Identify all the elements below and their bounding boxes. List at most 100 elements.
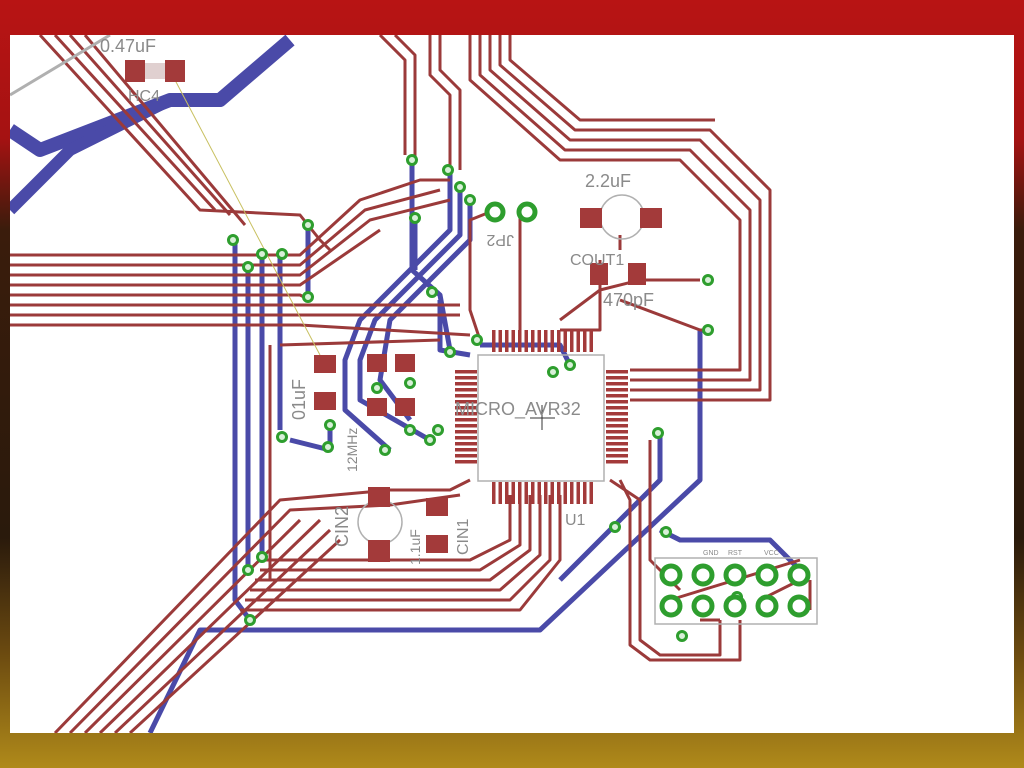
mcu-pad xyxy=(455,424,477,428)
mcu-pad xyxy=(583,330,587,352)
mcu-pad xyxy=(606,436,628,440)
cin2-pad-bottom xyxy=(368,540,390,562)
via xyxy=(464,194,476,206)
via xyxy=(256,248,268,260)
via xyxy=(227,234,239,246)
mcu-pad xyxy=(557,482,561,504)
mcu-pad xyxy=(455,400,477,404)
mcu-pad xyxy=(606,442,628,446)
mcu-pad xyxy=(557,330,561,352)
c01-pad-top xyxy=(314,355,336,373)
header-pin xyxy=(787,594,811,618)
header-pin xyxy=(691,563,715,587)
mcu-pad xyxy=(544,330,548,352)
mcu-pad xyxy=(498,330,502,352)
via xyxy=(702,324,714,336)
via xyxy=(302,291,314,303)
via xyxy=(256,551,268,563)
pcb-board: 0.47uF HC4 2.2uF JP2 COUT1 470pF 01uF 12… xyxy=(10,35,818,733)
mcu-pad xyxy=(455,388,477,392)
via xyxy=(409,212,421,224)
via xyxy=(471,334,483,346)
via xyxy=(322,441,334,453)
label-hdr-gnd: GND xyxy=(703,550,719,557)
label-jp2: JP2 xyxy=(486,231,514,248)
mcu-pad xyxy=(606,448,628,452)
label-cap-22: 2.2uF xyxy=(585,171,631,191)
label-hc4: HC4 xyxy=(128,88,160,105)
c470-pad-left xyxy=(590,263,608,285)
mcu-pad xyxy=(606,388,628,392)
label-cin-val: 1.1uF xyxy=(407,529,423,565)
mcu-pad xyxy=(518,482,522,504)
mcu-pad xyxy=(511,482,515,504)
mcu-pad xyxy=(606,454,628,458)
mcu-pad xyxy=(606,394,628,398)
via xyxy=(324,419,336,431)
mcu-pad xyxy=(518,330,522,352)
mcu-pad xyxy=(589,330,593,352)
mcu-pad xyxy=(511,330,515,352)
mcu-pad xyxy=(563,330,567,352)
label-hdr-rst: RST xyxy=(728,550,743,557)
c01-pad-bottom xyxy=(314,392,336,410)
via xyxy=(442,164,454,176)
component-labels: 0.47uF HC4 2.2uF JP2 COUT1 470pF 01uF 12… xyxy=(100,36,779,565)
pcb-layout-canvas: 0.47uF HC4 2.2uF JP2 COUT1 470pF 01uF 12… xyxy=(10,35,1014,733)
via xyxy=(424,434,436,446)
mcu-pad xyxy=(524,330,528,352)
via xyxy=(406,154,418,166)
via xyxy=(609,521,621,533)
label-cout1: COUT1 xyxy=(570,252,624,269)
vias xyxy=(227,154,743,642)
mcu-pads xyxy=(455,330,628,504)
cin2-pad-top xyxy=(368,487,390,507)
label-xtal: 12MHz xyxy=(344,428,360,472)
label-cin1: CIN1 xyxy=(455,518,472,555)
airwire xyxy=(174,79,321,356)
mcu-pad xyxy=(455,436,477,440)
header-pin xyxy=(723,594,747,618)
label-mcu: MICRO_AVR32 xyxy=(455,399,581,420)
mcu-pad xyxy=(455,418,477,422)
c470-pad-right xyxy=(628,263,646,285)
origin-markers xyxy=(530,405,555,430)
header-pin xyxy=(659,594,683,618)
label-cin2: CIN2 xyxy=(332,506,352,547)
top-layer-traces xyxy=(10,35,812,733)
hc4-pad-right xyxy=(165,60,185,82)
label-cap-470p: 470pF xyxy=(603,290,654,310)
cap22-pad-right xyxy=(640,208,662,228)
header-outline xyxy=(654,557,818,625)
mcu-pad xyxy=(570,330,574,352)
mcu-pad xyxy=(606,430,628,434)
jp2-pads xyxy=(484,201,538,223)
mcu-pad xyxy=(576,482,580,504)
mcu-pad xyxy=(576,330,580,352)
mcu-body-outline xyxy=(477,354,605,482)
mcu-pad xyxy=(455,406,477,410)
mcu-pad xyxy=(505,330,509,352)
mcu-pad xyxy=(550,482,554,504)
via xyxy=(676,630,688,642)
mcu-pad xyxy=(498,482,502,504)
cin1-pad-top xyxy=(426,498,448,516)
mcu-pad xyxy=(524,482,528,504)
mcu-pad xyxy=(531,330,535,352)
mcu-pad xyxy=(455,460,477,464)
via xyxy=(276,431,288,443)
label-u1: U1 xyxy=(565,512,586,529)
via xyxy=(547,366,559,378)
via xyxy=(432,424,444,436)
mcu-pad xyxy=(455,370,477,374)
mcu-pad xyxy=(606,412,628,416)
mcu-pad xyxy=(606,370,628,374)
via xyxy=(426,286,438,298)
header-pin xyxy=(659,563,683,587)
cap22-pad-left xyxy=(580,208,602,228)
mcu-pad xyxy=(455,454,477,458)
mcu-pad xyxy=(563,482,567,504)
via xyxy=(454,181,466,193)
label-cap-01: 01uF xyxy=(289,379,309,420)
